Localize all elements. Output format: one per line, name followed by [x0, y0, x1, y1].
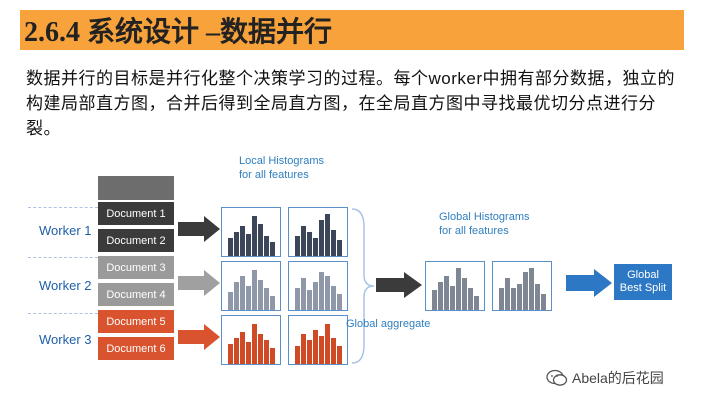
- histogram-w1-a: [221, 207, 281, 257]
- title-bar: 2.6.4 系统设计 –数据并行: [20, 10, 684, 50]
- document-6: Document 6: [98, 337, 174, 361]
- histogram-bars: [432, 268, 479, 310]
- worker-divider: [28, 313, 98, 314]
- global-histograms-caption: Global Histograms for all features: [439, 211, 530, 237]
- histogram-w2-b: [288, 261, 348, 311]
- histogram-bars: [228, 324, 275, 364]
- local-histograms-caption: Local Histograms for all features: [239, 155, 324, 181]
- data-parallel-diagram: Worker 1 Worker 2 Worker 3 Document 1 Do…: [28, 145, 696, 375]
- histogram-w3-b: [288, 315, 348, 365]
- watermark-text: Abela的后花园: [572, 370, 664, 386]
- document-2: Document 2: [98, 229, 174, 253]
- worker-3-label: Worker 3: [39, 332, 92, 347]
- document-stack-header: [98, 176, 174, 200]
- worker-divider: [28, 207, 98, 208]
- page-title: 2.6.4 系统设计 –数据并行: [24, 17, 333, 48]
- wechat-icon: [546, 369, 568, 386]
- watermark: Abela的后花园: [546, 368, 664, 388]
- histogram-bars: [295, 324, 342, 364]
- worker-2-label: Worker 2: [39, 278, 92, 293]
- arrow-worker-1: [178, 216, 220, 242]
- arrow-to-best-split: [566, 269, 612, 297]
- global-histogram-a: [425, 261, 485, 311]
- arrow-to-global: [376, 272, 422, 298]
- body-paragraph: 数据并行的目标是并行化整个决策学习的过程。每个worker中拥有部分数据，独立的…: [26, 69, 676, 138]
- document-5: Document 5: [98, 310, 174, 334]
- histogram-w2-a: [221, 261, 281, 311]
- arrow-worker-3: [178, 324, 220, 350]
- histogram-w1-b: [288, 207, 348, 257]
- global-aggregate-label: Global aggregate: [346, 318, 431, 330]
- document-3: Document 3: [98, 256, 174, 280]
- document-4: Document 4: [98, 283, 174, 307]
- histogram-bars: [295, 272, 342, 310]
- histogram-bars: [228, 270, 275, 310]
- histogram-bars: [295, 214, 342, 256]
- worker-1-label: Worker 1: [39, 223, 92, 238]
- worker-divider: [28, 257, 98, 258]
- global-best-split-label: Global Best Split: [619, 269, 667, 294]
- arrow-worker-2: [178, 270, 220, 296]
- global-best-split-box: Global Best Split: [614, 264, 672, 300]
- aggregate-bracket: [351, 208, 375, 364]
- global-histogram-b: [492, 261, 552, 311]
- histogram-bars: [228, 216, 275, 256]
- histogram-bars: [499, 268, 546, 310]
- document-1: Document 1: [98, 202, 174, 226]
- histogram-w3-a: [221, 315, 281, 365]
